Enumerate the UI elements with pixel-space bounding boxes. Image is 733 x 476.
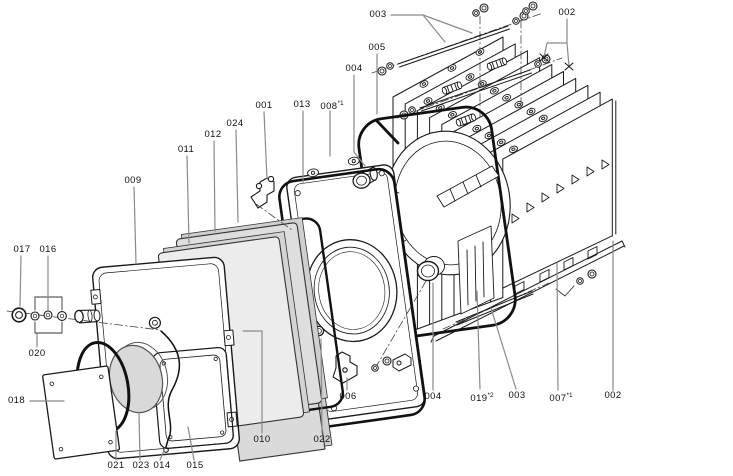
tie-rods <box>371 1 563 120</box>
part-label-016: 016 <box>39 244 57 255</box>
part-label-002-top: 002 <box>558 7 576 18</box>
part-label-019: 019*2 <box>470 392 494 404</box>
bracket-001 <box>250 175 275 209</box>
part-label-020: 020 <box>28 348 46 359</box>
part-label-005: 005 <box>368 42 386 53</box>
leader-lines <box>19 14 614 461</box>
part-label-004-top: 004 <box>345 63 363 74</box>
part-label-008: 008*1 <box>320 100 344 112</box>
attachment-marks <box>539 53 574 71</box>
part-label-004-bottom: 004 <box>424 391 442 402</box>
part-label-006: 006 <box>339 391 357 402</box>
part-label-010: 010 <box>253 434 271 445</box>
part-label-021: 021 <box>107 460 125 471</box>
baffle-plates <box>436 165 500 315</box>
part-label-007: 007*1 <box>549 392 573 404</box>
part-label-002-bottom: 002 <box>604 390 622 401</box>
part-label-022: 022 <box>313 434 331 445</box>
part-label-024: 024 <box>226 118 244 129</box>
channel-hardware <box>555 269 597 297</box>
part-label-018: 018 <box>8 395 26 406</box>
part-label-017: 017 <box>13 244 31 255</box>
part-label-003-bottom: 003 <box>508 390 526 401</box>
front-plate-008 <box>286 156 426 420</box>
part-label-011: 011 <box>177 144 195 155</box>
lower-tie-rod <box>442 282 550 330</box>
part-label-001: 001 <box>255 100 273 111</box>
part-label-009: 009 <box>124 175 142 186</box>
part-label-015: 015 <box>186 460 204 471</box>
cover-plate-018 <box>42 365 121 460</box>
flue-port <box>352 166 378 189</box>
part-label-023: 023 <box>132 460 150 471</box>
bracket-axis <box>255 203 293 231</box>
part-label-014: 014 <box>153 460 171 471</box>
part-label-013: 013 <box>293 99 311 110</box>
plate-foot <box>392 353 412 372</box>
part-label-012: 012 <box>204 129 222 140</box>
cleanout-hub-004 <box>416 256 445 282</box>
hub-axis <box>376 280 427 366</box>
sight-tube <box>74 309 101 324</box>
part-label-003-top: 003 <box>369 9 387 20</box>
